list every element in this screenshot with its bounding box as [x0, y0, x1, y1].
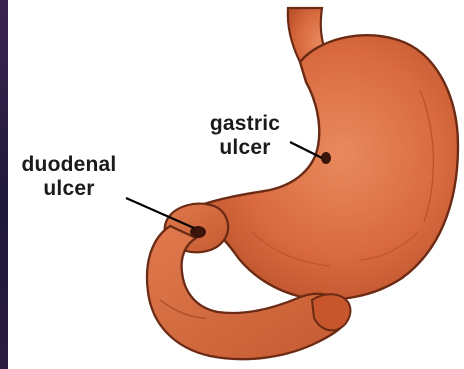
gastric-ulcer-label-line2: ulcer [190, 136, 300, 160]
duodenum-end [312, 294, 350, 330]
duodenal-ulcer-label-line1: duodenal [8, 153, 130, 177]
gastric-ulcer-label-line1: gastric [190, 112, 300, 136]
stomach-body [198, 35, 458, 299]
gastric-ulcer-label: gastric ulcer [190, 112, 300, 160]
gastric-ulcer-spot [321, 152, 331, 164]
duodenal-ulcer-label-line2: ulcer [8, 177, 130, 201]
duodenal-ulcer-label: duodenal ulcer [8, 153, 130, 201]
